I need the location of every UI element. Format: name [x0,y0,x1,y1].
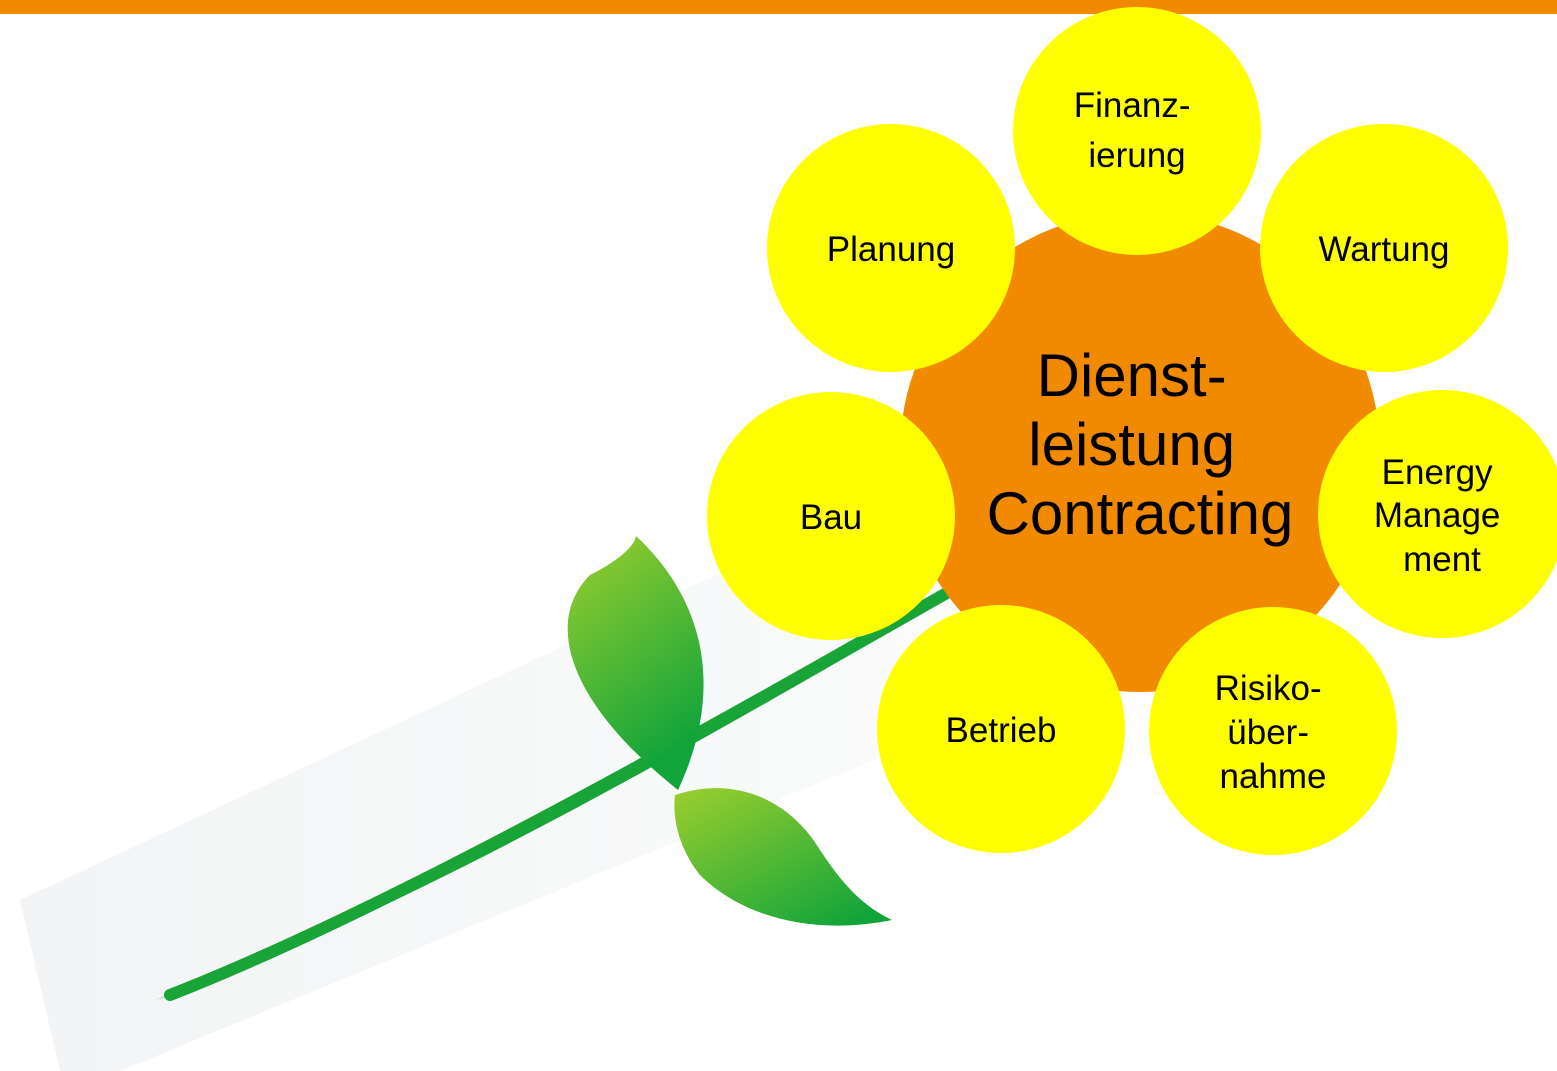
flower-stem-core [164,584,958,1001]
svg-text:Wartung: Wartung [1319,230,1450,269]
petal-energy-management: Energy Manage ment [1318,390,1557,638]
top-accent-bar [0,0,1557,14]
flower-center [900,212,1380,692]
svg-text:Energy Manage ment: Energy Manage ment [1374,453,1510,579]
svg-text:Betrieb: Betrieb [946,711,1057,750]
svg-text:Planung: Planung [827,230,955,269]
petal-finanzierung: Finanz- ierung [1013,7,1261,255]
svg-text:Risiko- über- nahm: Risiko- über- nahme [1215,669,1332,796]
petal-wartung: Wartung [1260,124,1508,372]
center-label: Dienst- leistung Contracting [987,342,1294,547]
petal-risikouebernahme: Risiko- über- nahme [1149,607,1397,855]
upper-leaf [567,536,704,790]
center-line-1: Dienst- [1037,342,1227,409]
petal-bau: Bau [707,392,955,640]
petal-planung: Planung [767,124,1015,372]
center-line-3: Contracting [987,480,1294,547]
svg-text:Bau: Bau [800,498,862,537]
lower-leaf [674,788,892,926]
center-line-2: leistung [1028,411,1235,478]
petal-betrieb: Betrieb [877,605,1125,853]
svg-text:Finanz- ierung: Finanz- ierung [1074,86,1200,175]
